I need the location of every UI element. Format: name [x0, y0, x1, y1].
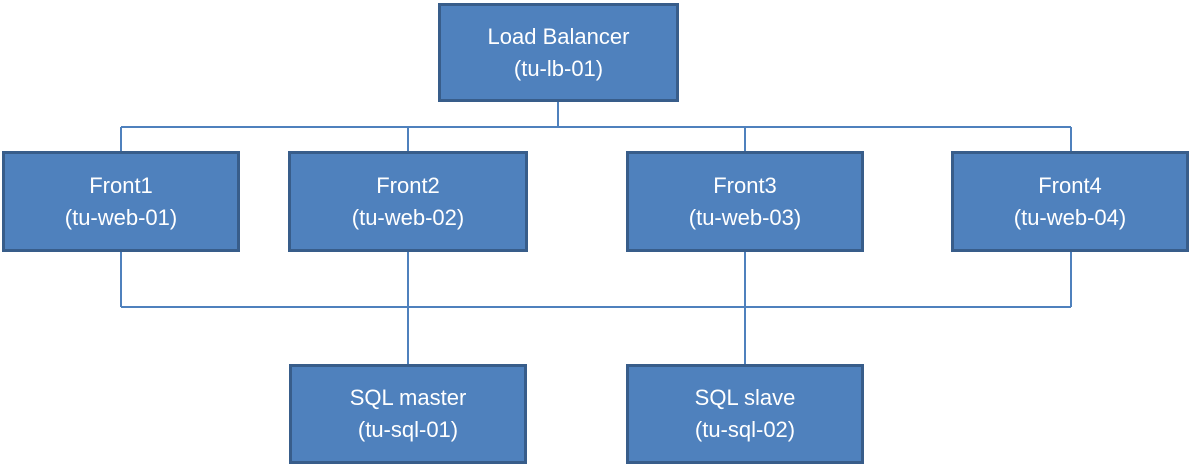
- node-name: Load Balancer: [487, 23, 630, 49]
- node-host: (tu-web-03): [688, 204, 802, 230]
- node-host: (tu-web-02): [351, 204, 465, 230]
- node-name: SQL slave: [694, 385, 796, 410]
- sql-master-node: SQL master (tu-sql-01): [289, 364, 527, 464]
- node-name: Front1: [89, 172, 153, 198]
- front2-node: Front2 (tu-web-02): [288, 151, 528, 252]
- front1-node: Front1 (tu-web-01): [2, 151, 240, 252]
- node-name: SQL master: [349, 385, 467, 410]
- node-host: (tu-sql-02): [694, 417, 796, 442]
- node-host: (tu-web-04): [1013, 204, 1127, 230]
- node-name: Front2: [376, 172, 440, 198]
- front4-node: Front4 (tu-web-04): [951, 151, 1189, 252]
- load-balancer-node: Load Balancer (tu-lb-01): [438, 3, 679, 102]
- sql-slave-node: SQL slave (tu-sql-02): [626, 364, 864, 464]
- node-name: Front3: [713, 172, 777, 198]
- node-host: (tu-sql-01): [357, 417, 459, 442]
- node-name: Front4: [1038, 172, 1102, 198]
- node-host: (tu-web-01): [64, 204, 178, 230]
- node-host: (tu-lb-01): [513, 55, 604, 81]
- front3-node: Front3 (tu-web-03): [626, 151, 864, 252]
